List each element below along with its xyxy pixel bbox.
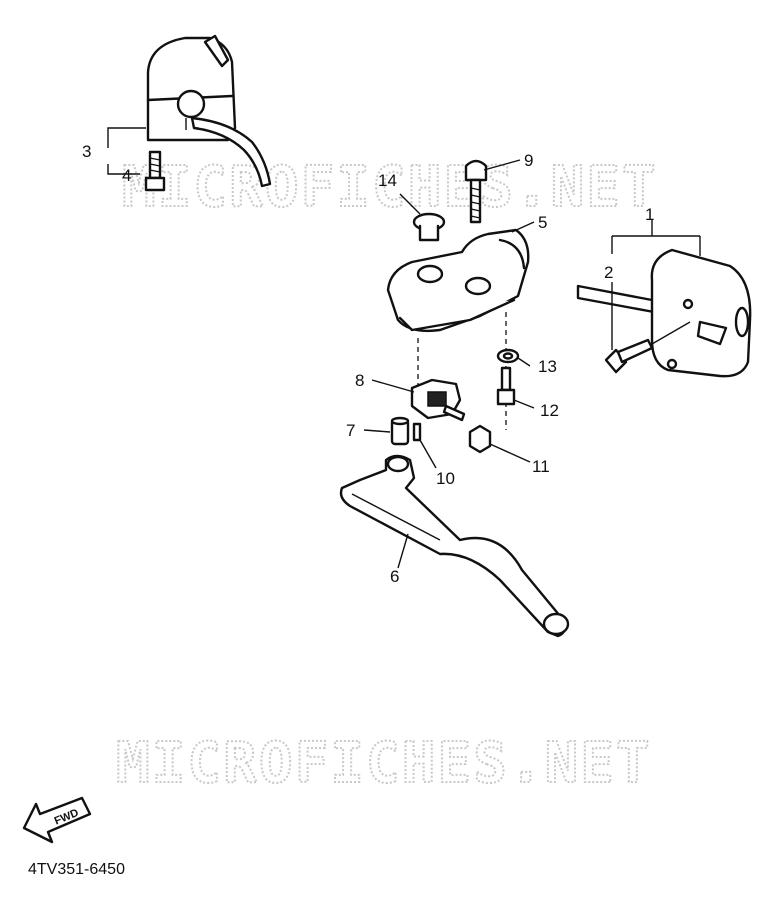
part-code: 4TV351-6450 <box>28 861 125 878</box>
callout-3: 3 <box>82 142 91 161</box>
screw-part-4 <box>144 150 166 192</box>
callout-7: 7 <box>346 421 355 440</box>
nut-part-11 <box>468 424 492 454</box>
callout-13: 13 <box>538 357 557 376</box>
lever-part-6 <box>339 454 570 638</box>
right-switch-housing <box>576 248 752 378</box>
screw-part-2 <box>604 321 691 374</box>
cap-part-14 <box>412 212 446 242</box>
collar-part-7 <box>390 416 410 446</box>
callout-4: 4 <box>122 166 131 185</box>
fwd-arrow-icon: FWD <box>22 796 92 844</box>
callout-5: 5 <box>538 213 547 232</box>
callout-9: 9 <box>524 151 533 170</box>
callout-8: 8 <box>355 371 364 390</box>
callout-10: 10 <box>436 469 455 488</box>
callout-11: 11 <box>532 457 550 476</box>
callout-leaders <box>107 127 701 569</box>
callout-6: 6 <box>390 567 399 586</box>
callout-14: 14 <box>378 171 397 190</box>
left-switch-housing <box>146 34 272 188</box>
watermark-bottom: MICROFICHES.NET <box>116 731 652 796</box>
bracket-part-5 <box>386 228 530 333</box>
watermark-top: MICROFICHES.NET <box>122 155 658 220</box>
bolt-part-12 <box>496 366 516 406</box>
callout-12: 12 <box>540 401 559 420</box>
switch-part-8 <box>410 378 466 422</box>
clip-part-13 <box>496 348 520 364</box>
screw-part-10 <box>412 422 422 442</box>
bolt-part-9 <box>464 159 488 224</box>
callout-2: 2 <box>604 263 613 282</box>
callout-1: 1 <box>645 205 654 224</box>
